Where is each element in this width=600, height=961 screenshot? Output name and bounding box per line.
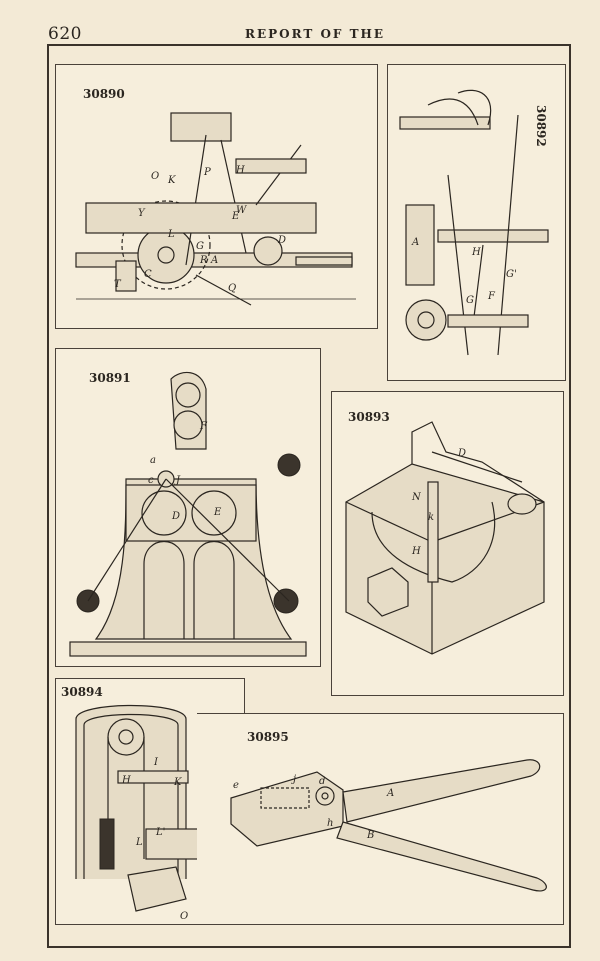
letter-c: c — [148, 475, 154, 486]
pulley-mechanism-drawing: I H K L L' B O — [75, 704, 211, 922]
plate-frame — [47, 44, 571, 948]
letter-B: B — [366, 830, 374, 841]
figure-number: 30895 — [247, 730, 289, 744]
figure-number: 30893 — [348, 410, 390, 424]
figure-30891: 30891 F a J c D E — [55, 348, 321, 667]
figure-number: 30892 — [534, 105, 548, 147]
letter-G: G — [466, 295, 474, 306]
letter-O: O — [180, 911, 188, 922]
letter-C: C — [144, 269, 152, 280]
pliers-drawing: e j d A h B — [230, 759, 547, 892]
letter-K: K — [173, 777, 182, 788]
letter-E: E — [213, 507, 222, 518]
letter-d: d — [319, 776, 325, 787]
letter-H: H — [121, 775, 131, 786]
box-mechanism-drawing: D N k H — [345, 421, 545, 655]
letter-h: h — [327, 818, 333, 829]
page-number: 620 — [48, 24, 82, 44]
letter-A: A — [411, 237, 419, 248]
letter-J: J — [174, 475, 181, 486]
letter-G-prime: G' — [506, 269, 517, 280]
figure-30892: 30892 A H G F G' — [387, 64, 566, 381]
figure-30890: 30890 O K P H Y L W E G R A D T C Q — [55, 64, 378, 329]
letter-E: E — [231, 211, 240, 222]
letter-H: H — [411, 546, 421, 557]
letter-N: N — [411, 492, 422, 503]
figure-number: 30891 — [89, 371, 131, 385]
letter-H: H — [471, 247, 481, 258]
figure-30895: 30895 e j d A h B — [197, 713, 564, 925]
figure-30893: 30893 D N k H — [331, 391, 564, 696]
letter-L: L — [135, 837, 143, 848]
letter-e: e — [233, 780, 239, 791]
reaper-drawing: O K P H Y L W E G R A D T C Q — [75, 112, 356, 306]
letter-A: A — [386, 788, 394, 799]
letter-k: k — [428, 512, 434, 523]
letter-H: H — [235, 165, 245, 176]
figure-number: 30894 — [61, 685, 103, 699]
letter-j: j — [291, 774, 296, 785]
letter-F: F — [199, 421, 208, 432]
letter-K: K — [167, 175, 176, 186]
letter-D: D — [171, 511, 180, 522]
letter-D: D — [457, 448, 466, 459]
machine-drawing: A H G F G' — [399, 89, 549, 356]
letter-L-prime: L' — [155, 827, 165, 838]
letter-W: W — [236, 205, 247, 216]
letter-L: L — [167, 229, 175, 240]
letter-T: T — [114, 279, 122, 290]
letter-P: P — [203, 167, 211, 178]
letter-A: A — [210, 255, 218, 266]
letter-Q: Q — [228, 283, 236, 294]
figure-number: 30890 — [83, 87, 125, 101]
running-head: REPORT OF THE — [245, 27, 386, 41]
letter-I: I — [153, 757, 159, 768]
letter-D: D — [277, 235, 286, 246]
letter-a: a — [150, 455, 156, 466]
rolling-machine-drawing: F a J c D E — [69, 371, 307, 657]
letter-Y: Y — [138, 208, 146, 219]
letter-O: O — [151, 171, 159, 182]
letter-R: R — [199, 255, 208, 266]
letter-F: F — [487, 291, 496, 302]
letter-G: G — [196, 241, 204, 252]
